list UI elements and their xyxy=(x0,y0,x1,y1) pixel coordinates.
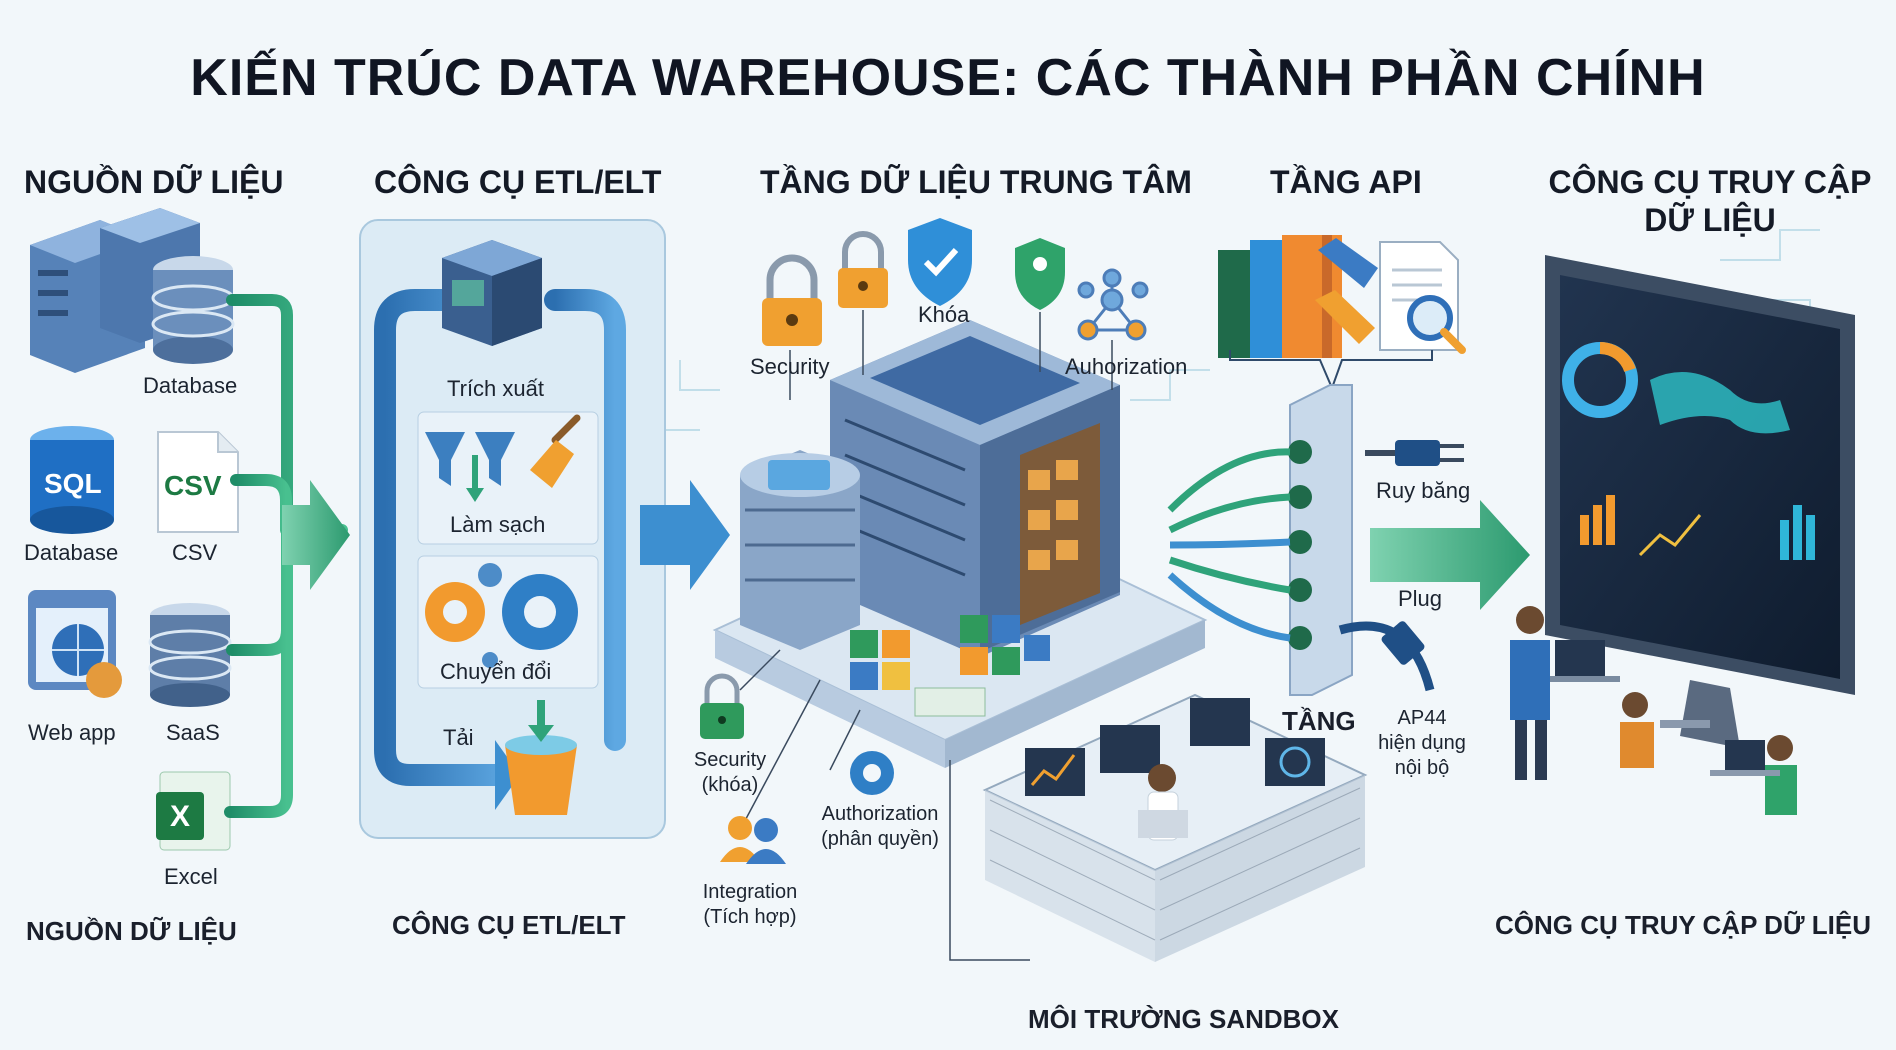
footer-sources: NGUỒN DỮ LIỆU xyxy=(26,916,237,946)
shield-user-icon xyxy=(1015,238,1065,310)
label-security-lock-line1: Security xyxy=(693,749,767,771)
webapp-icon xyxy=(28,590,122,698)
footer-sandbox: MÔI TRƯỜNG SANDBOX xyxy=(1028,1004,1339,1034)
label-webapp: Web app xyxy=(28,720,116,745)
label-security-lock-line2: (khóa) xyxy=(701,774,759,796)
sandbox-area xyxy=(982,693,1368,962)
csv-icon xyxy=(157,431,239,533)
security-lock-small-icon xyxy=(700,673,744,739)
load-bucket-icon xyxy=(505,700,577,815)
section-etl: CÔNG CỤ ETL/ELT xyxy=(374,164,662,200)
api-to-access-arrow xyxy=(1370,500,1530,610)
label-ap-line2: hiện dụng xyxy=(1378,732,1466,754)
label-authorization-top: Auhorization xyxy=(1065,354,1188,379)
sql-icon xyxy=(30,426,114,534)
transform-gears-icon xyxy=(425,563,578,668)
label-ap-line3: nội bộ xyxy=(1394,757,1450,779)
core-connector-lines xyxy=(739,310,1113,961)
sources-to-etl-arrow xyxy=(282,480,350,590)
integration-people-icon xyxy=(720,816,786,864)
section-sources: NGUỒN DỮ LIỆU xyxy=(24,164,284,200)
label-integration-line1: Integration xyxy=(702,881,798,903)
label-tang: TẦNG xyxy=(1282,706,1356,736)
analyst-people-icon xyxy=(1510,606,1797,815)
label-load: Tải xyxy=(443,725,474,750)
api-cables xyxy=(1167,448,1291,642)
csv-badge: CSV xyxy=(164,470,222,501)
label-extract: Trích xuất xyxy=(447,376,544,401)
footer-access: CÔNG CỤ TRUY CẬP DỮ LIỆU xyxy=(1495,910,1871,940)
excel-badge: X xyxy=(170,800,191,833)
label-integration-line2: (Tích hợp) xyxy=(703,906,797,928)
api-panel xyxy=(1288,384,1353,696)
excel-icon xyxy=(156,771,231,851)
document-search-icon xyxy=(1379,241,1466,354)
etl-to-core-arrow xyxy=(640,480,730,590)
label-authorization-line1: Authorization xyxy=(821,803,939,825)
authorization-network-icon xyxy=(1077,268,1149,341)
label-transform: Chuyển đổi xyxy=(440,659,552,684)
page-title: KIẾN TRÚC DATA WAREHOUSE: CÁC THÀNH PHẦN… xyxy=(190,49,1706,107)
label-clean: Làm sạch xyxy=(450,512,546,537)
label-lock: Khóa xyxy=(918,302,970,327)
label-csv: CSV xyxy=(172,540,218,565)
section-access-line1: CÔNG CỤ TRUY CẬP xyxy=(1548,164,1872,200)
label-ruy-bang: Ruy băng xyxy=(1376,478,1471,503)
plug-icon xyxy=(1338,621,1435,692)
section-core: TẦNG DỮ LIỆU TRUNG TÂM xyxy=(760,164,1192,200)
authorization-gear-icon xyxy=(850,751,894,795)
label-excel: Excel xyxy=(164,864,218,889)
section-access-line2: DỮ LIỆU xyxy=(1644,202,1776,238)
dashboard-monitor-icon xyxy=(1545,255,1855,748)
footer-etl: CÔNG CỤ ETL/ELT xyxy=(392,910,626,940)
extract-cube-icon xyxy=(442,240,542,346)
sql-badge: SQL xyxy=(44,468,102,499)
label-ap-line1: AP44 xyxy=(1397,707,1447,729)
label-authorization-line2: (phân quyền) xyxy=(821,828,939,850)
label-security: Security xyxy=(750,354,830,379)
label-saas: SaaS xyxy=(166,720,220,745)
shelf-boxes-icon xyxy=(1020,423,1100,625)
security-padlock-icon xyxy=(762,231,888,346)
section-api: TẦNG API xyxy=(1270,164,1422,200)
saas-icon xyxy=(148,603,232,707)
database-top-icon xyxy=(30,208,235,373)
clean-filter-icon xyxy=(425,414,581,502)
shield-check-icon xyxy=(908,218,972,306)
etl-pipes xyxy=(374,289,626,786)
data-cubes-icon xyxy=(850,615,1050,717)
label-database: Database xyxy=(24,540,119,565)
label-plug: Plug xyxy=(1398,586,1443,611)
storage-racks-icon xyxy=(740,450,860,650)
tag-icon xyxy=(1315,238,1378,344)
ribbon-plug-icon xyxy=(1365,440,1464,466)
label-database-top: Database xyxy=(143,373,238,398)
